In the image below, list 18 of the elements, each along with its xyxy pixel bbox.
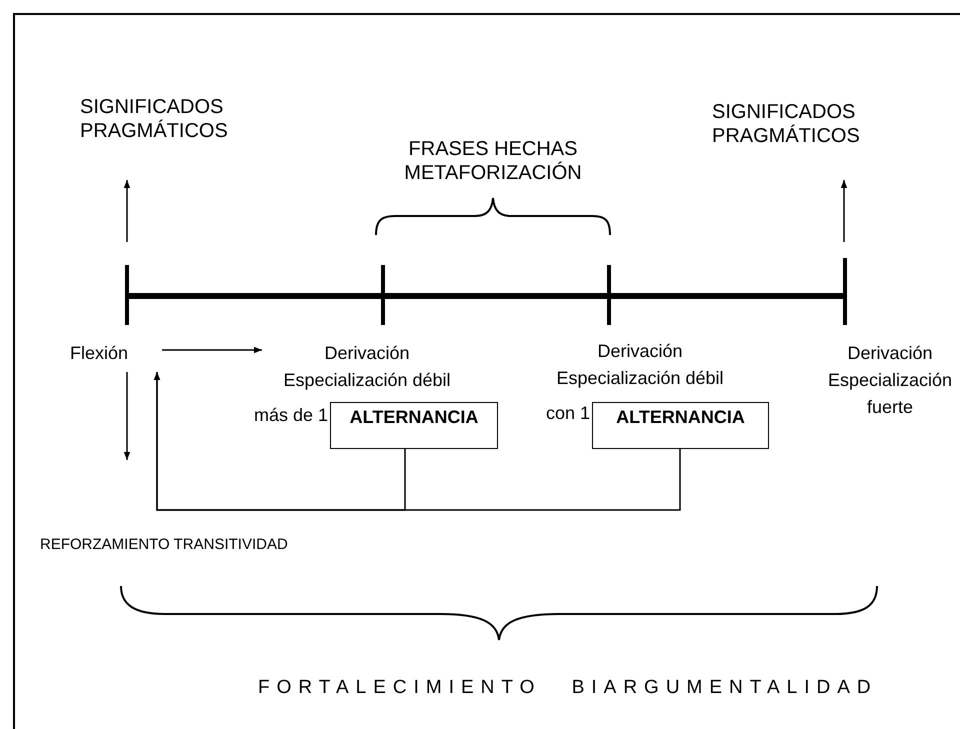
arrow <box>162 346 262 354</box>
arrow <box>124 180 130 242</box>
node-text: más de 1 <box>252 404 328 427</box>
arrow <box>154 372 681 511</box>
arrow <box>124 372 130 460</box>
annotation-text: REFORZAMIENTO TRANSITIVIDAD <box>40 536 288 553</box>
node-text: Derivación Especialización fuerte <box>826 342 954 419</box>
term-box: ALTERNANCIA <box>330 402 498 449</box>
node-text: Derivación Especialización débil <box>555 340 725 390</box>
heading-text: SIGNIFICADOS PRAGMÁTICOS <box>80 95 229 143</box>
node-text: Flexión <box>70 342 130 365</box>
node-text: Derivación Especialización débil <box>282 342 452 392</box>
heading-text: FRASES HECHAS METAFORIZACIÓN <box>403 137 583 185</box>
summary-text: FORTALECIMIENTO BIARGUMENTALIDAD <box>258 677 878 699</box>
node-text: con 1 <box>544 402 590 425</box>
heading-text: SIGNIFICADOS PRAGMÁTICOS <box>712 100 861 148</box>
arrow <box>840 180 848 242</box>
term-box: ALTERNANCIA <box>592 402 769 449</box>
